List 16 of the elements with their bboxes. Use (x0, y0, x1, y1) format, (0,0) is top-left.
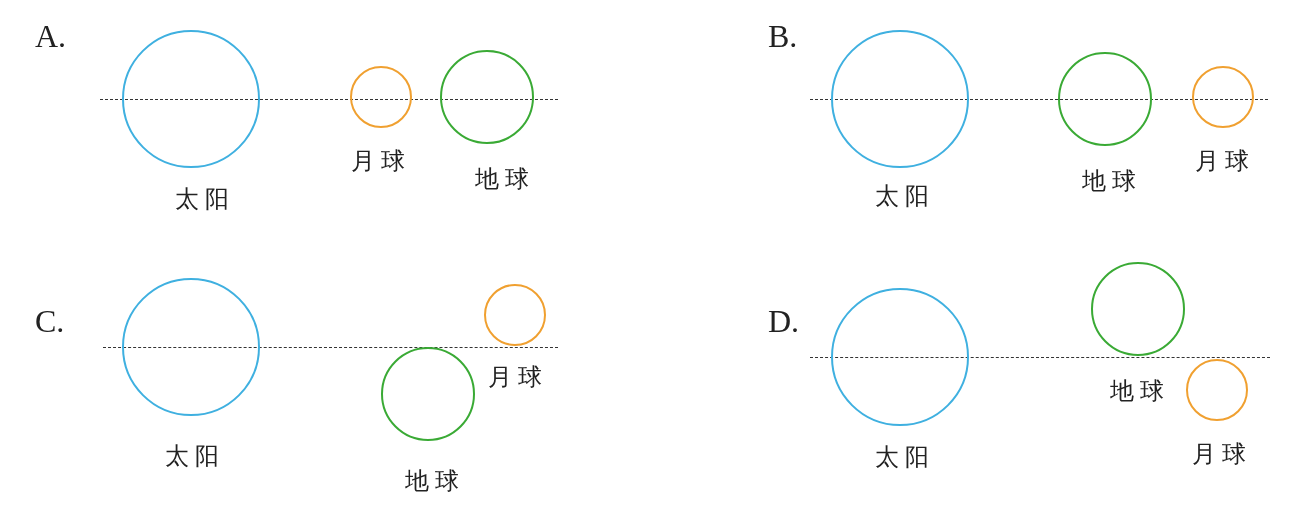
body-label: 太阳 (875, 184, 935, 208)
body-label: 地球 (475, 167, 535, 191)
body-label: 月球 (1192, 442, 1252, 466)
body-label: 地球 (1110, 379, 1170, 403)
body-label: 太阳 (875, 445, 935, 469)
body-label: 地球 (405, 469, 465, 493)
body-label: 月球 (488, 365, 548, 389)
option-letter: B. (768, 20, 798, 52)
body-label: 月球 (1195, 149, 1255, 173)
body-label: 太阳 (165, 444, 225, 468)
option-letter: C. (35, 305, 65, 337)
option-letter: A. (35, 20, 67, 52)
option-letter: D. (768, 305, 800, 337)
body-label: 月球 (351, 149, 411, 173)
body-label: 太阳 (175, 187, 235, 211)
body-label: 地球 (1082, 169, 1142, 193)
